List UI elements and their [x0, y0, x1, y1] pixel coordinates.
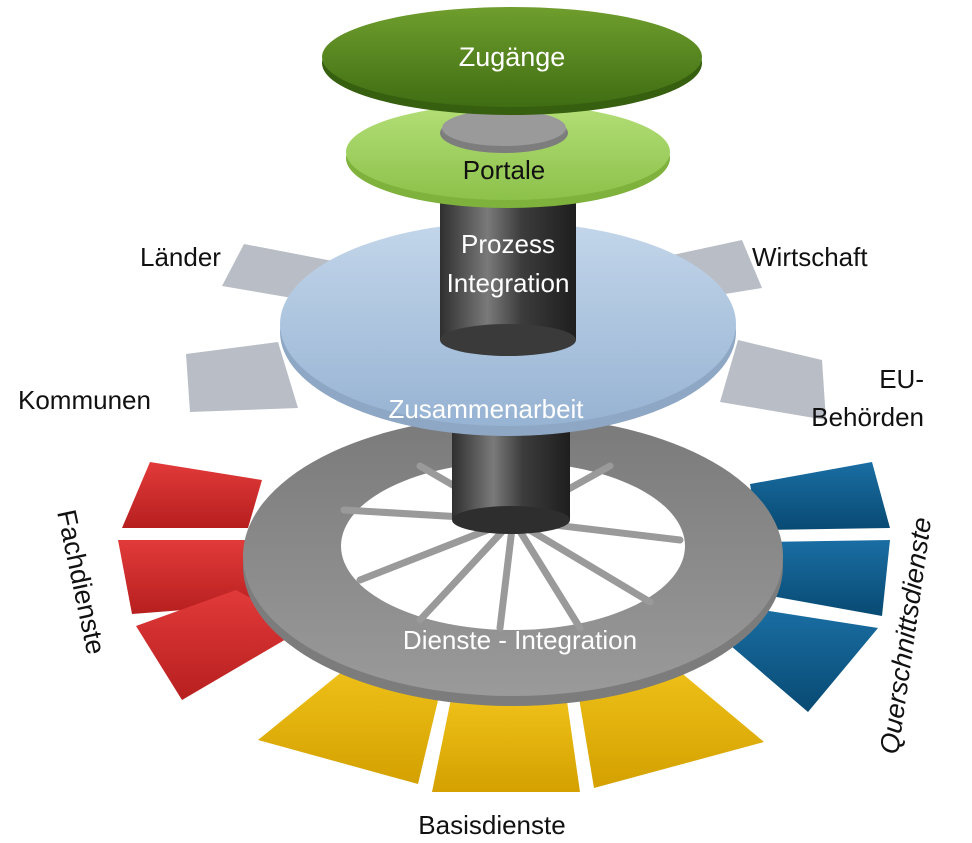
label-laender: Länder	[140, 242, 221, 272]
label-behoerden: Behörden	[811, 402, 924, 432]
label-wirtschaft: Wirtschaft	[752, 242, 868, 272]
dienste-ring	[243, 416, 783, 706]
querschnitt-segments	[710, 462, 890, 712]
label-integration: Integration	[447, 268, 570, 298]
label-basisdienste: Basisdienste	[418, 810, 565, 840]
label-dienste-integration: Dienste - Integration	[403, 625, 637, 655]
quer-segment-2	[760, 540, 890, 616]
fach-segment-1	[122, 462, 262, 528]
lower-pillar	[452, 430, 570, 520]
quer-segment-1	[750, 462, 890, 530]
label-kommunen: Kommunen	[18, 385, 151, 415]
quer-segment-3	[710, 608, 878, 712]
tab-eu	[720, 340, 826, 420]
label-zugaenge: Zugänge	[459, 42, 566, 72]
zugaenge-disk	[322, 7, 702, 115]
tab-kommunen	[186, 342, 298, 412]
label-fachdienste: Fachdienste	[51, 507, 111, 657]
label-prozess: Prozess	[461, 229, 555, 259]
basis-segment-2	[432, 694, 580, 792]
basis-segment-1	[258, 662, 440, 784]
label-portale: Portale	[463, 155, 545, 185]
label-eu: EU-	[879, 364, 924, 394]
label-zusammenarbeit: Zusammenarbeit	[388, 394, 584, 424]
portale-disk	[346, 104, 670, 208]
